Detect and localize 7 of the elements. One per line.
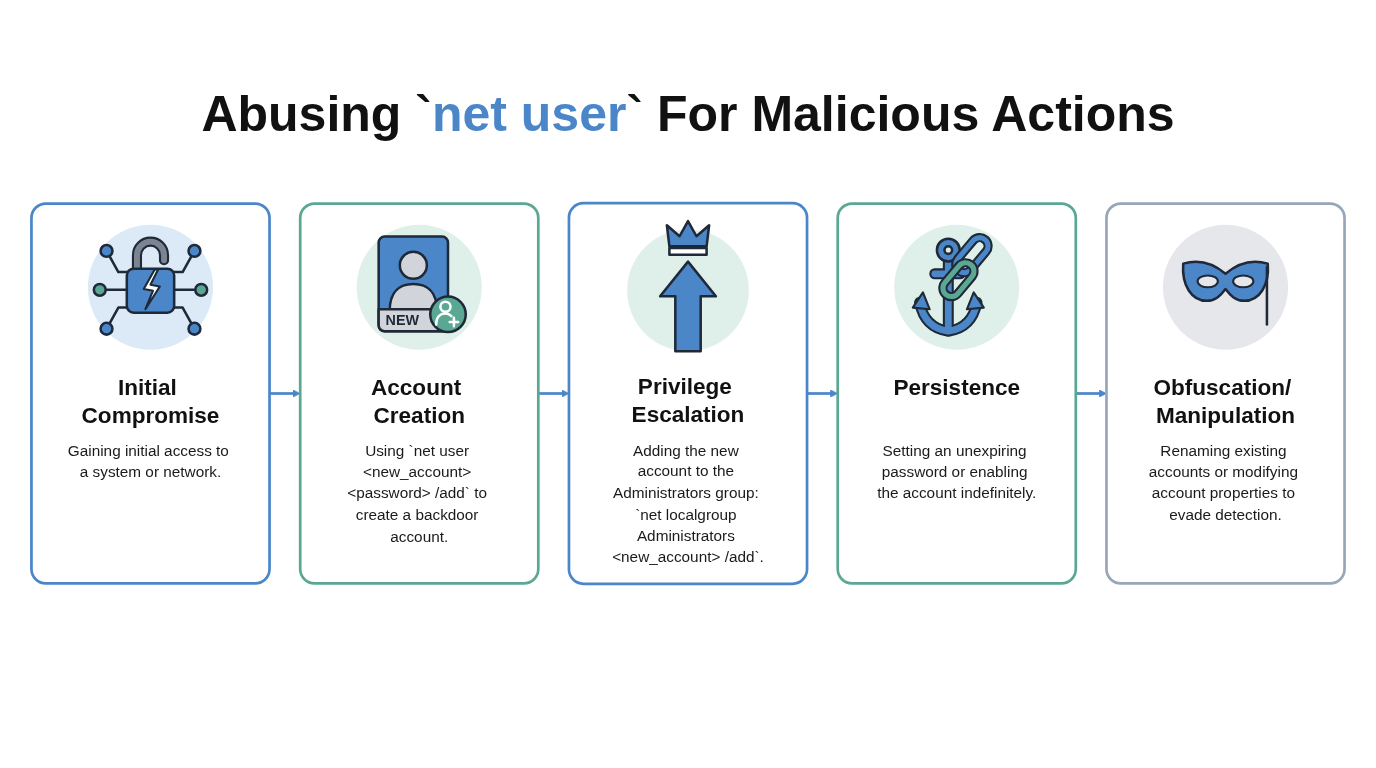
arrow [1075, 389, 1107, 398]
node-box: Persistence Setting an unexpiring password or enabling the account indefinitely. [836, 202, 1078, 585]
arrow [269, 389, 301, 398]
node-box: Obfuscation/ Manipulation Renaming existing accounts or modifying account properties to evade detection. [1105, 202, 1346, 585]
title: Abusing `net user` For Malicious Actions [200, 85, 1176, 144]
node-box: Initial Compromise Gaining initial access to a system or network. [30, 202, 271, 585]
node-box: Privilege Escalation Adding the new account to the Administrators group: `net localgroup Administrators <new_account> /add`. [567, 201, 809, 586]
